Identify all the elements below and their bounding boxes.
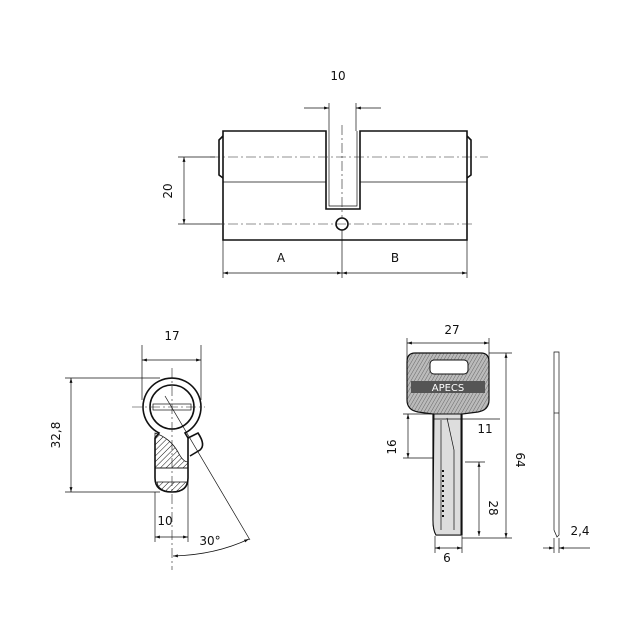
cylinder-front-view: 10 20 A B: [161, 69, 488, 278]
cylinder-body-outline: [222, 130, 468, 241]
dim-blade-width-label: 11: [477, 422, 492, 436]
dim-head-width-label: 27: [444, 323, 459, 337]
dim-cam-angle-label: 30°: [199, 534, 220, 548]
key-blade: [432, 413, 462, 536]
dim-shoulder-label: 16: [385, 439, 399, 454]
cylinder-profile-view: 17 32,8 10 30°: [49, 329, 251, 570]
left-end-cap: [218, 135, 224, 179]
cam-slot-inner: [328, 131, 358, 207]
key-view: APECS 27 64 16 11 28 6: [385, 323, 590, 565]
brand-label: APECS: [432, 383, 465, 394]
key-head-slot: [429, 359, 469, 375]
hatched-section-upper: [154, 432, 189, 469]
dim-blade-length-label: 28: [486, 500, 500, 515]
dim-thickness-label: 2,4: [570, 524, 589, 538]
cam-angle-arc: [172, 538, 250, 558]
cam-tab: [187, 431, 204, 457]
cam-angle-line: [164, 395, 251, 541]
dim-a-label: A: [277, 251, 286, 265]
dim-cam-width-label: 10: [330, 69, 345, 83]
right-end-cap: [466, 135, 472, 179]
dim-profile-bottom-label: 10: [157, 514, 172, 528]
profile-outline: [142, 377, 202, 493]
dim-total-length-label: 64: [513, 452, 527, 467]
key-side-view: [553, 351, 560, 538]
dim-profile-width-label: 17: [164, 329, 179, 343]
dim-profile-height-label: 32,8: [49, 422, 63, 449]
dim-axis-offset-label: 20: [161, 183, 175, 198]
dim-tip-width-label: 6: [443, 551, 451, 565]
brand-band: [411, 381, 485, 393]
key-blade-grooves: [440, 417, 455, 530]
dim-b-label: B: [391, 251, 399, 265]
